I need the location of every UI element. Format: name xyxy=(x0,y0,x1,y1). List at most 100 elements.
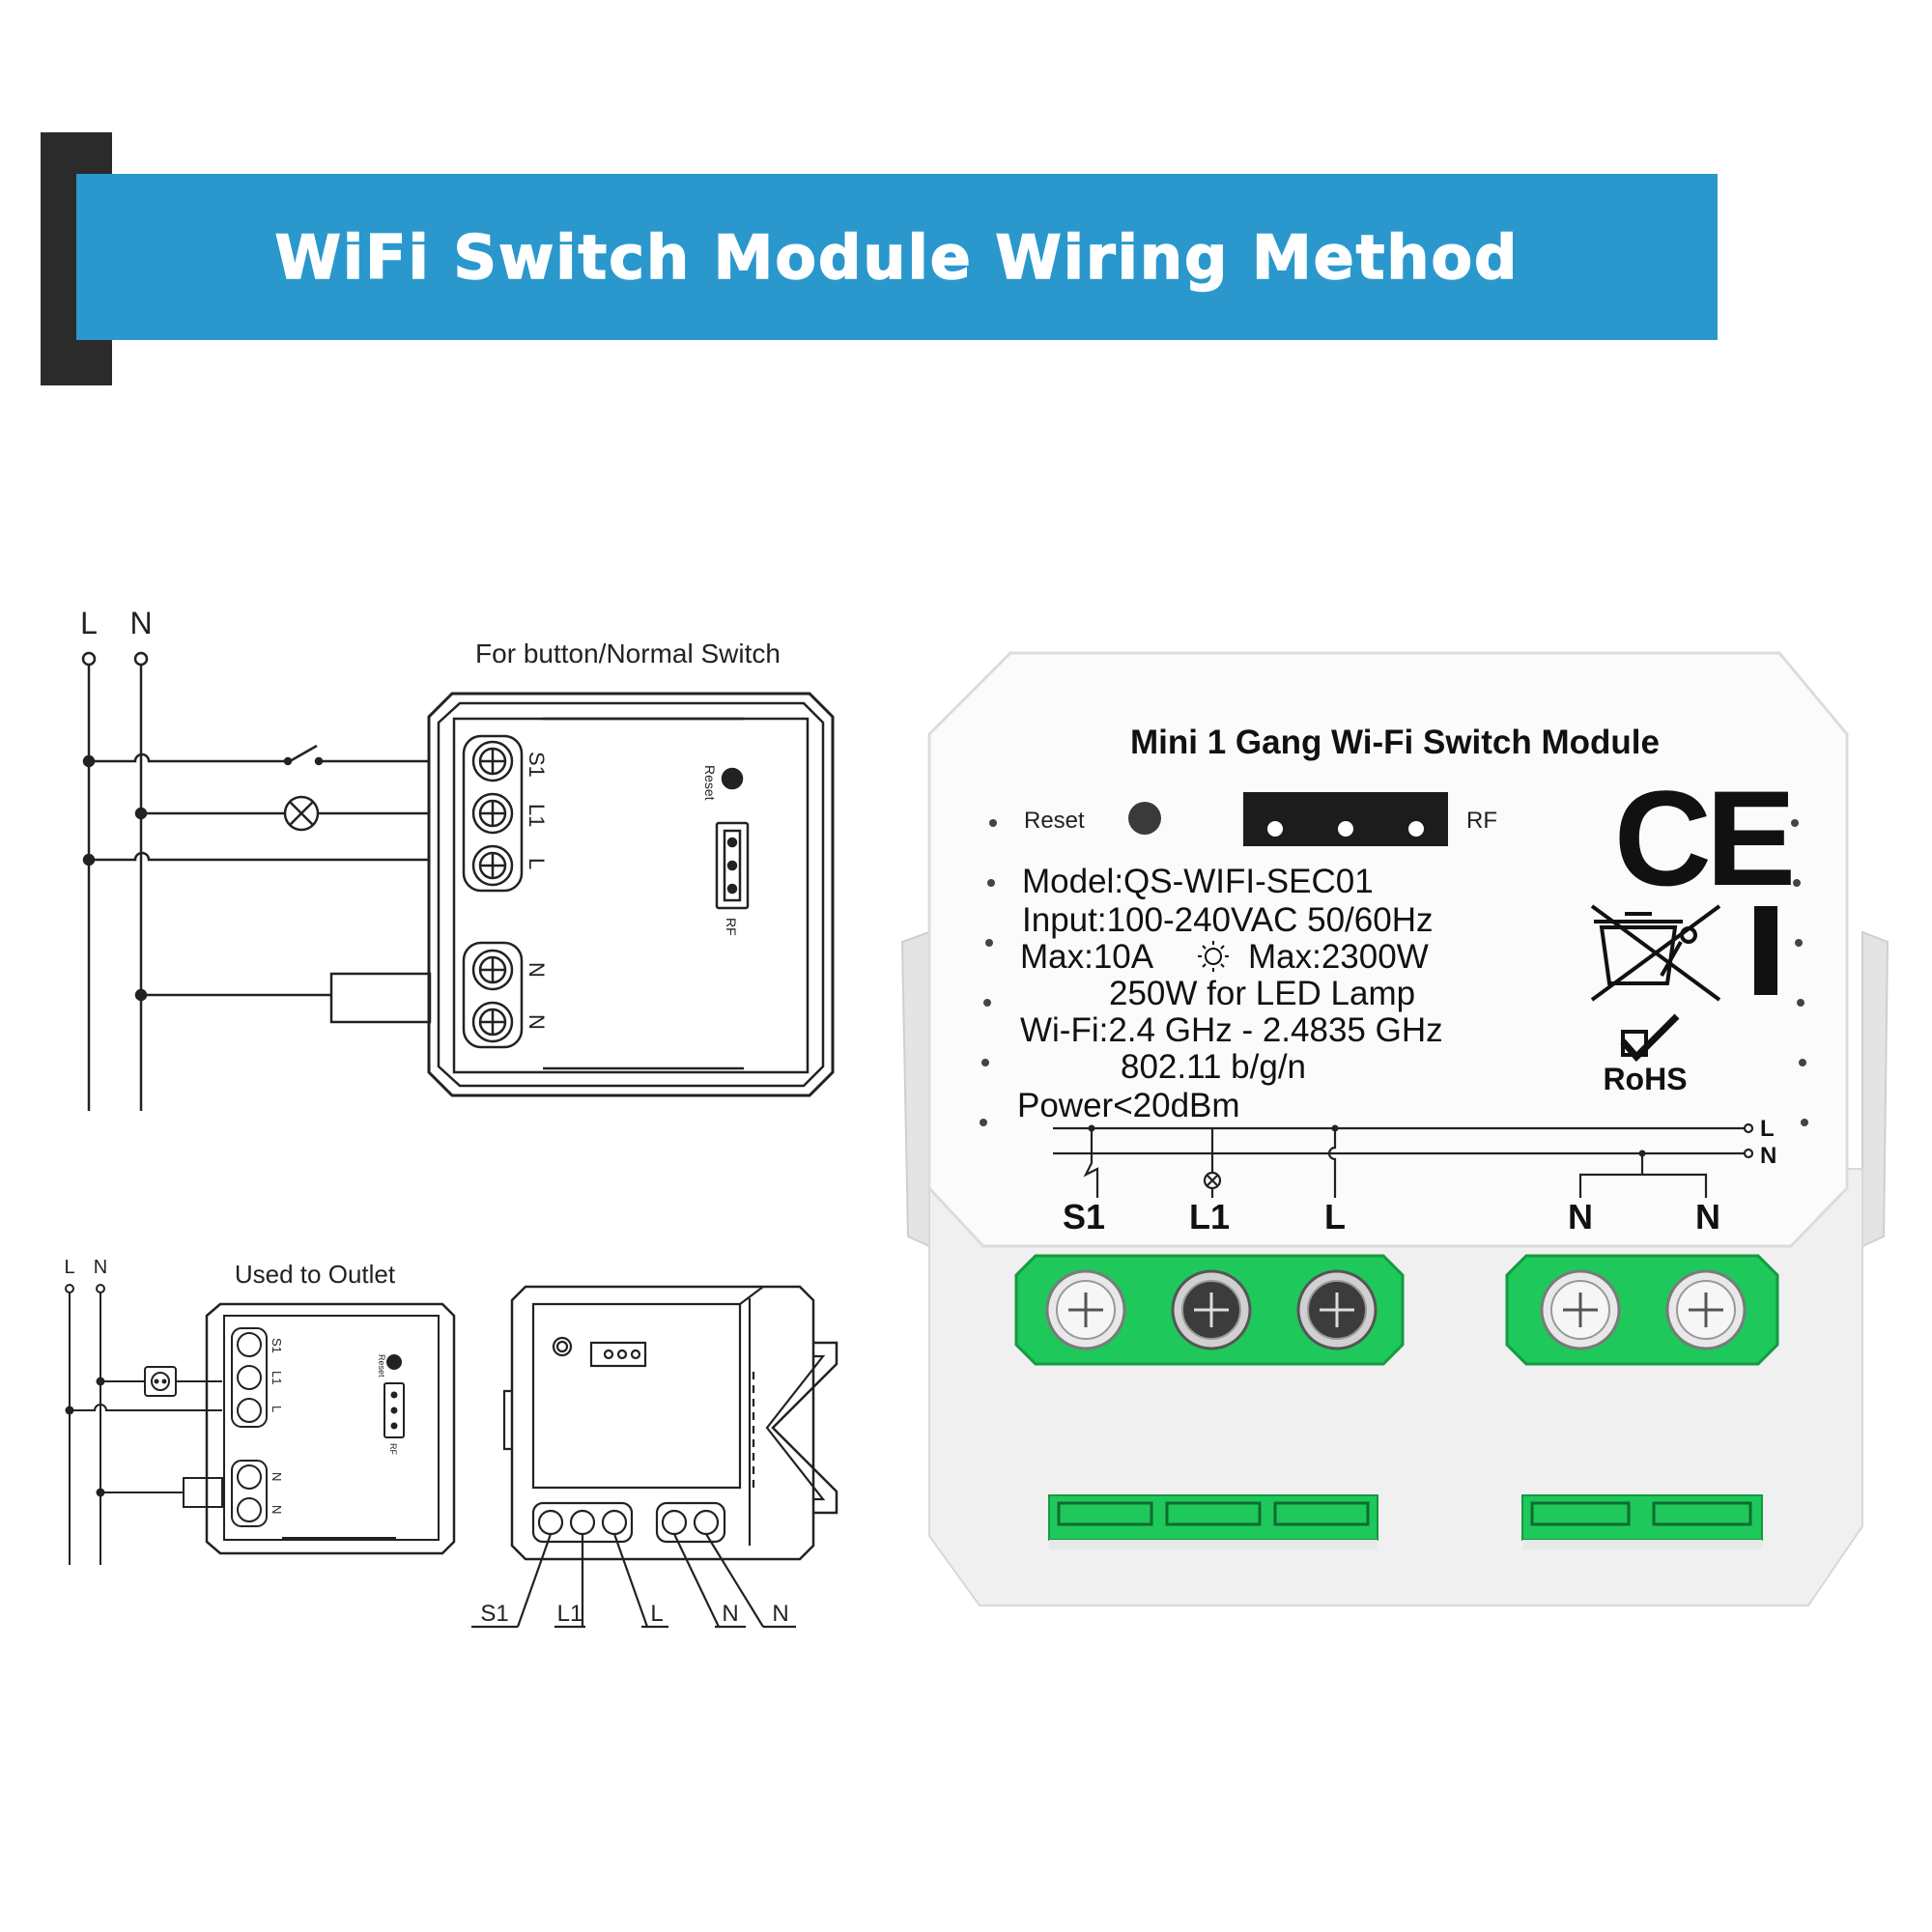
outlet-terminal-n: N xyxy=(270,1472,284,1481)
outlet-wiring-diagram: L N Used to Outlet xyxy=(64,1257,456,1565)
spec-protocol: 802.11 b/g/n xyxy=(1121,1048,1306,1086)
side-label-s1: S1 xyxy=(480,1601,508,1627)
module-inner-outline xyxy=(437,701,825,1088)
rf-slot xyxy=(1243,792,1448,846)
outlet-line-label-l: L xyxy=(64,1257,74,1278)
rf-connector xyxy=(589,1341,647,1368)
l-terminal-dot xyxy=(81,651,97,667)
product-bus-lines xyxy=(1053,1122,1754,1198)
leader-line xyxy=(612,1533,649,1628)
reset-button-icon xyxy=(721,767,744,790)
product-terminal-n: N xyxy=(1695,1197,1720,1236)
terminal-screw-icon xyxy=(237,1398,262,1423)
rf-pin xyxy=(1338,821,1353,837)
terminal-screw-icon xyxy=(471,740,514,782)
product-terminal-n: N xyxy=(1568,1197,1593,1236)
spec-led: 250W for LED Lamp xyxy=(1109,975,1415,1012)
outlet-face xyxy=(151,1372,170,1391)
outlet-rf-label: RF xyxy=(388,1443,398,1455)
rohs-label: RoHS xyxy=(1603,1062,1687,1096)
mounting-clip xyxy=(771,1341,838,1515)
module-outline xyxy=(427,692,835,1097)
lamp-icon xyxy=(1198,941,1229,972)
l-terminal-dot xyxy=(65,1284,74,1293)
switch-diagram-caption: For button/Normal Switch xyxy=(475,639,781,668)
ce-mark-icon: CE xyxy=(1614,762,1797,914)
outlet-terminal-l1: L1 xyxy=(270,1371,284,1384)
terminal-screw-icon xyxy=(693,1509,720,1536)
right-clip xyxy=(1861,930,1889,1248)
rf-pin xyxy=(726,883,738,895)
terminal-screw-icon xyxy=(471,949,514,991)
product-name: Mini 1 Gang Wi-Fi Switch Module xyxy=(1130,724,1660,761)
spec-power: Power<20dBm xyxy=(1017,1087,1240,1124)
outlet-hole xyxy=(161,1378,167,1384)
line-label-l: L xyxy=(80,606,98,640)
terminal-block-lsl xyxy=(462,734,524,893)
n-split xyxy=(1578,1173,1708,1198)
screw-n-icon xyxy=(1540,1269,1621,1350)
product-render: Mini 1 Gang Wi-Fi Switch Module Reset RF… xyxy=(900,651,1889,1606)
side-notch xyxy=(502,1389,512,1451)
l-drop xyxy=(1327,1128,1337,1198)
rf-pin xyxy=(390,1422,398,1430)
leader-line xyxy=(516,1533,553,1628)
side-edge xyxy=(739,1286,764,1305)
title-banner: WiFi Switch Module Wiring Method xyxy=(76,174,1718,340)
left-clip xyxy=(900,930,930,1248)
weee-bar xyxy=(1754,906,1777,995)
line-label-n: N xyxy=(129,606,152,640)
spec-input: Input:100-240VAC 50/60Hz xyxy=(1022,901,1433,939)
outlet-reset-label: Reset xyxy=(377,1354,386,1378)
outlet-line-label-n: N xyxy=(94,1257,107,1278)
junction-dot xyxy=(1331,1124,1339,1132)
product-terminal-s1: S1 xyxy=(1063,1197,1105,1236)
vent-holes xyxy=(980,819,1808,1126)
bus-l-end xyxy=(1743,1122,1754,1134)
product-terminal-l: L xyxy=(1324,1197,1346,1236)
outlet-cable-sleeve xyxy=(183,1477,223,1508)
screw-s1-icon xyxy=(1045,1269,1126,1350)
reset-button-inner xyxy=(555,1340,569,1353)
module-face xyxy=(452,717,810,1074)
spec-model: Model:QS-WIFI-SEC01 xyxy=(1022,863,1374,900)
outlet-terminal-n: N xyxy=(270,1505,284,1514)
rf-connector xyxy=(715,821,750,910)
side-label-l: L xyxy=(650,1601,663,1627)
lamp-cross-icon xyxy=(1206,1174,1219,1187)
l-feed-wire xyxy=(89,851,430,862)
bus-label-l: L xyxy=(1760,1116,1775,1142)
product-reset-label: Reset xyxy=(1024,808,1085,834)
terminal-block-n xyxy=(462,941,524,1049)
terminal-screw-icon xyxy=(601,1509,628,1536)
bus-label-n: N xyxy=(1760,1143,1776,1169)
reset-button[interactable] xyxy=(1128,802,1161,835)
n-cable-sleeve xyxy=(329,972,432,1024)
terminal-label-l: L xyxy=(525,858,549,869)
s1-wire-a xyxy=(89,753,286,763)
side-panel xyxy=(531,1302,742,1490)
junction-dot xyxy=(1638,1150,1646,1157)
weee-bin-icon xyxy=(1590,904,1721,1002)
side-label-n: N xyxy=(722,1601,738,1627)
terminal-label-l1: L1 xyxy=(525,804,549,827)
terminal-label-n: N xyxy=(525,1014,549,1030)
outlet-icon xyxy=(144,1366,177,1397)
outlet-module-outline xyxy=(205,1302,456,1555)
screw-n-icon xyxy=(1665,1269,1747,1350)
reset-label: Reset xyxy=(702,765,718,801)
terminal-screw-icon xyxy=(569,1509,596,1536)
screw-l-icon xyxy=(1296,1269,1378,1350)
rf-pin xyxy=(726,860,738,871)
outlet-l-feed xyxy=(70,1404,222,1411)
side-label-l1: L1 xyxy=(557,1601,583,1627)
terminal-screw-icon xyxy=(237,1497,262,1522)
rf-label: RF xyxy=(724,918,739,936)
wire-entry-slots xyxy=(1057,1501,1752,1526)
rf-pin xyxy=(390,1391,398,1399)
terminal-screw-icon xyxy=(237,1332,262,1357)
switch-wiring-diagram: L N For button/Normal Switch xyxy=(80,606,835,1111)
product-terminal-l1: L1 xyxy=(1189,1197,1230,1236)
